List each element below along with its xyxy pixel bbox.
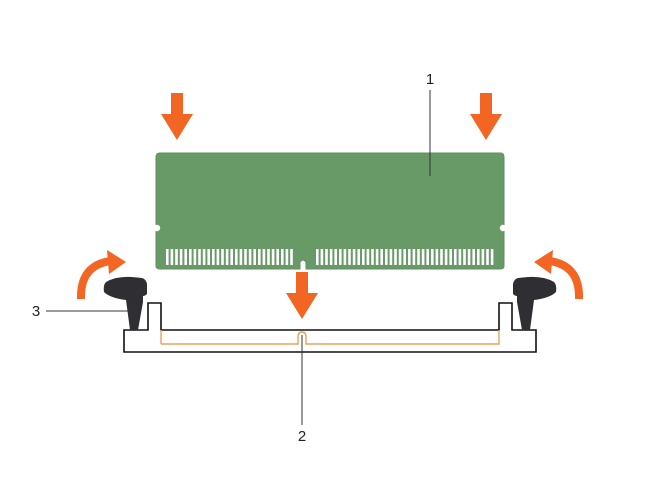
contact-pin: [184, 249, 187, 265]
contact-pin: [375, 249, 379, 265]
contact-pin: [435, 249, 439, 265]
contact-pin: [212, 249, 215, 265]
contact-pin: [316, 249, 319, 265]
contact-pin: [285, 249, 289, 265]
contact-pin: [481, 249, 485, 265]
slot-channel: [161, 330, 500, 345]
contact-pin: [216, 249, 220, 265]
contact-pin: [262, 249, 266, 265]
contact-pin: [431, 249, 434, 265]
contact-pin: [394, 249, 397, 265]
contact-pin: [362, 249, 365, 265]
contact-pin: [348, 249, 351, 265]
module-board: [155, 152, 505, 270]
contact-pin: [408, 249, 411, 265]
callout-2-label: 2: [298, 428, 306, 445]
contact-pin: [271, 249, 275, 265]
contact-pin: [343, 249, 347, 265]
contact-pin: [467, 249, 471, 265]
contact-pin: [276, 249, 279, 265]
contact-pin: [477, 249, 480, 265]
memory-module: [153, 152, 507, 270]
contact-pin: [244, 249, 247, 265]
contact-pin: [207, 249, 210, 265]
contact-pin: [202, 249, 206, 265]
contact-pin: [248, 249, 252, 265]
contact-pin: [225, 249, 229, 265]
down-arrow-icon: [470, 93, 502, 140]
contact-pin: [444, 249, 448, 265]
ejector-latch-right: [513, 276, 557, 330]
down-arrow-icon: [161, 93, 193, 140]
contact-pin: [267, 249, 270, 265]
module-contacts-left: [166, 249, 293, 265]
contact-pin: [179, 249, 183, 265]
contact-pin: [193, 249, 197, 265]
contact-pin: [472, 249, 475, 265]
contact-pin: [412, 249, 416, 265]
module-contacts-right: [316, 249, 494, 265]
contact-pin: [352, 249, 356, 265]
memory-slot: [123, 302, 537, 353]
contact-pin: [449, 249, 452, 265]
contact-pin: [230, 249, 233, 265]
contact-pin: [417, 249, 420, 265]
contact-pin: [357, 249, 360, 265]
contact-pin: [463, 249, 466, 265]
contact-pin: [170, 249, 174, 265]
rotate-arrow-icon: [534, 250, 584, 300]
contact-pin: [221, 249, 224, 265]
contact-pin: [426, 249, 429, 265]
contact-pin: [325, 249, 328, 265]
contact-pin: [490, 249, 494, 265]
rotate-arrow-icon: [76, 250, 126, 300]
contact-pin: [398, 249, 402, 265]
contact-pin: [198, 249, 201, 265]
contact-pin: [440, 249, 443, 265]
contact-pin: [239, 249, 243, 265]
contact-pin: [421, 249, 425, 265]
contact-pin: [380, 249, 383, 265]
contact-pin: [320, 249, 324, 265]
contact-pin: [329, 249, 333, 265]
contact-pin: [371, 249, 374, 265]
contact-pin: [339, 249, 342, 265]
contact-pin: [454, 249, 457, 265]
contact-pin: [403, 249, 406, 265]
contact-pin: [281, 249, 284, 265]
contact-pin: [486, 249, 489, 265]
ejector-latch-left: [103, 276, 147, 330]
contact-pin: [334, 249, 337, 265]
contact-pin: [253, 249, 256, 265]
callout-1-label: 1: [426, 71, 434, 88]
contact-pin: [258, 249, 261, 265]
contact-pin: [389, 249, 393, 265]
contact-pin: [235, 249, 238, 265]
contact-pin: [366, 249, 370, 265]
contact-pin: [166, 249, 169, 265]
contact-pin: [290, 249, 293, 265]
contact-pin: [189, 249, 192, 265]
contact-pin: [385, 249, 388, 265]
contact-pin: [175, 249, 178, 265]
module-side-notch-right: [499, 224, 507, 232]
callout-3-label: 3: [32, 303, 40, 320]
module-side-notch-left: [153, 224, 161, 232]
down-arrow-icon: [286, 272, 318, 319]
contact-pin: [458, 249, 462, 265]
